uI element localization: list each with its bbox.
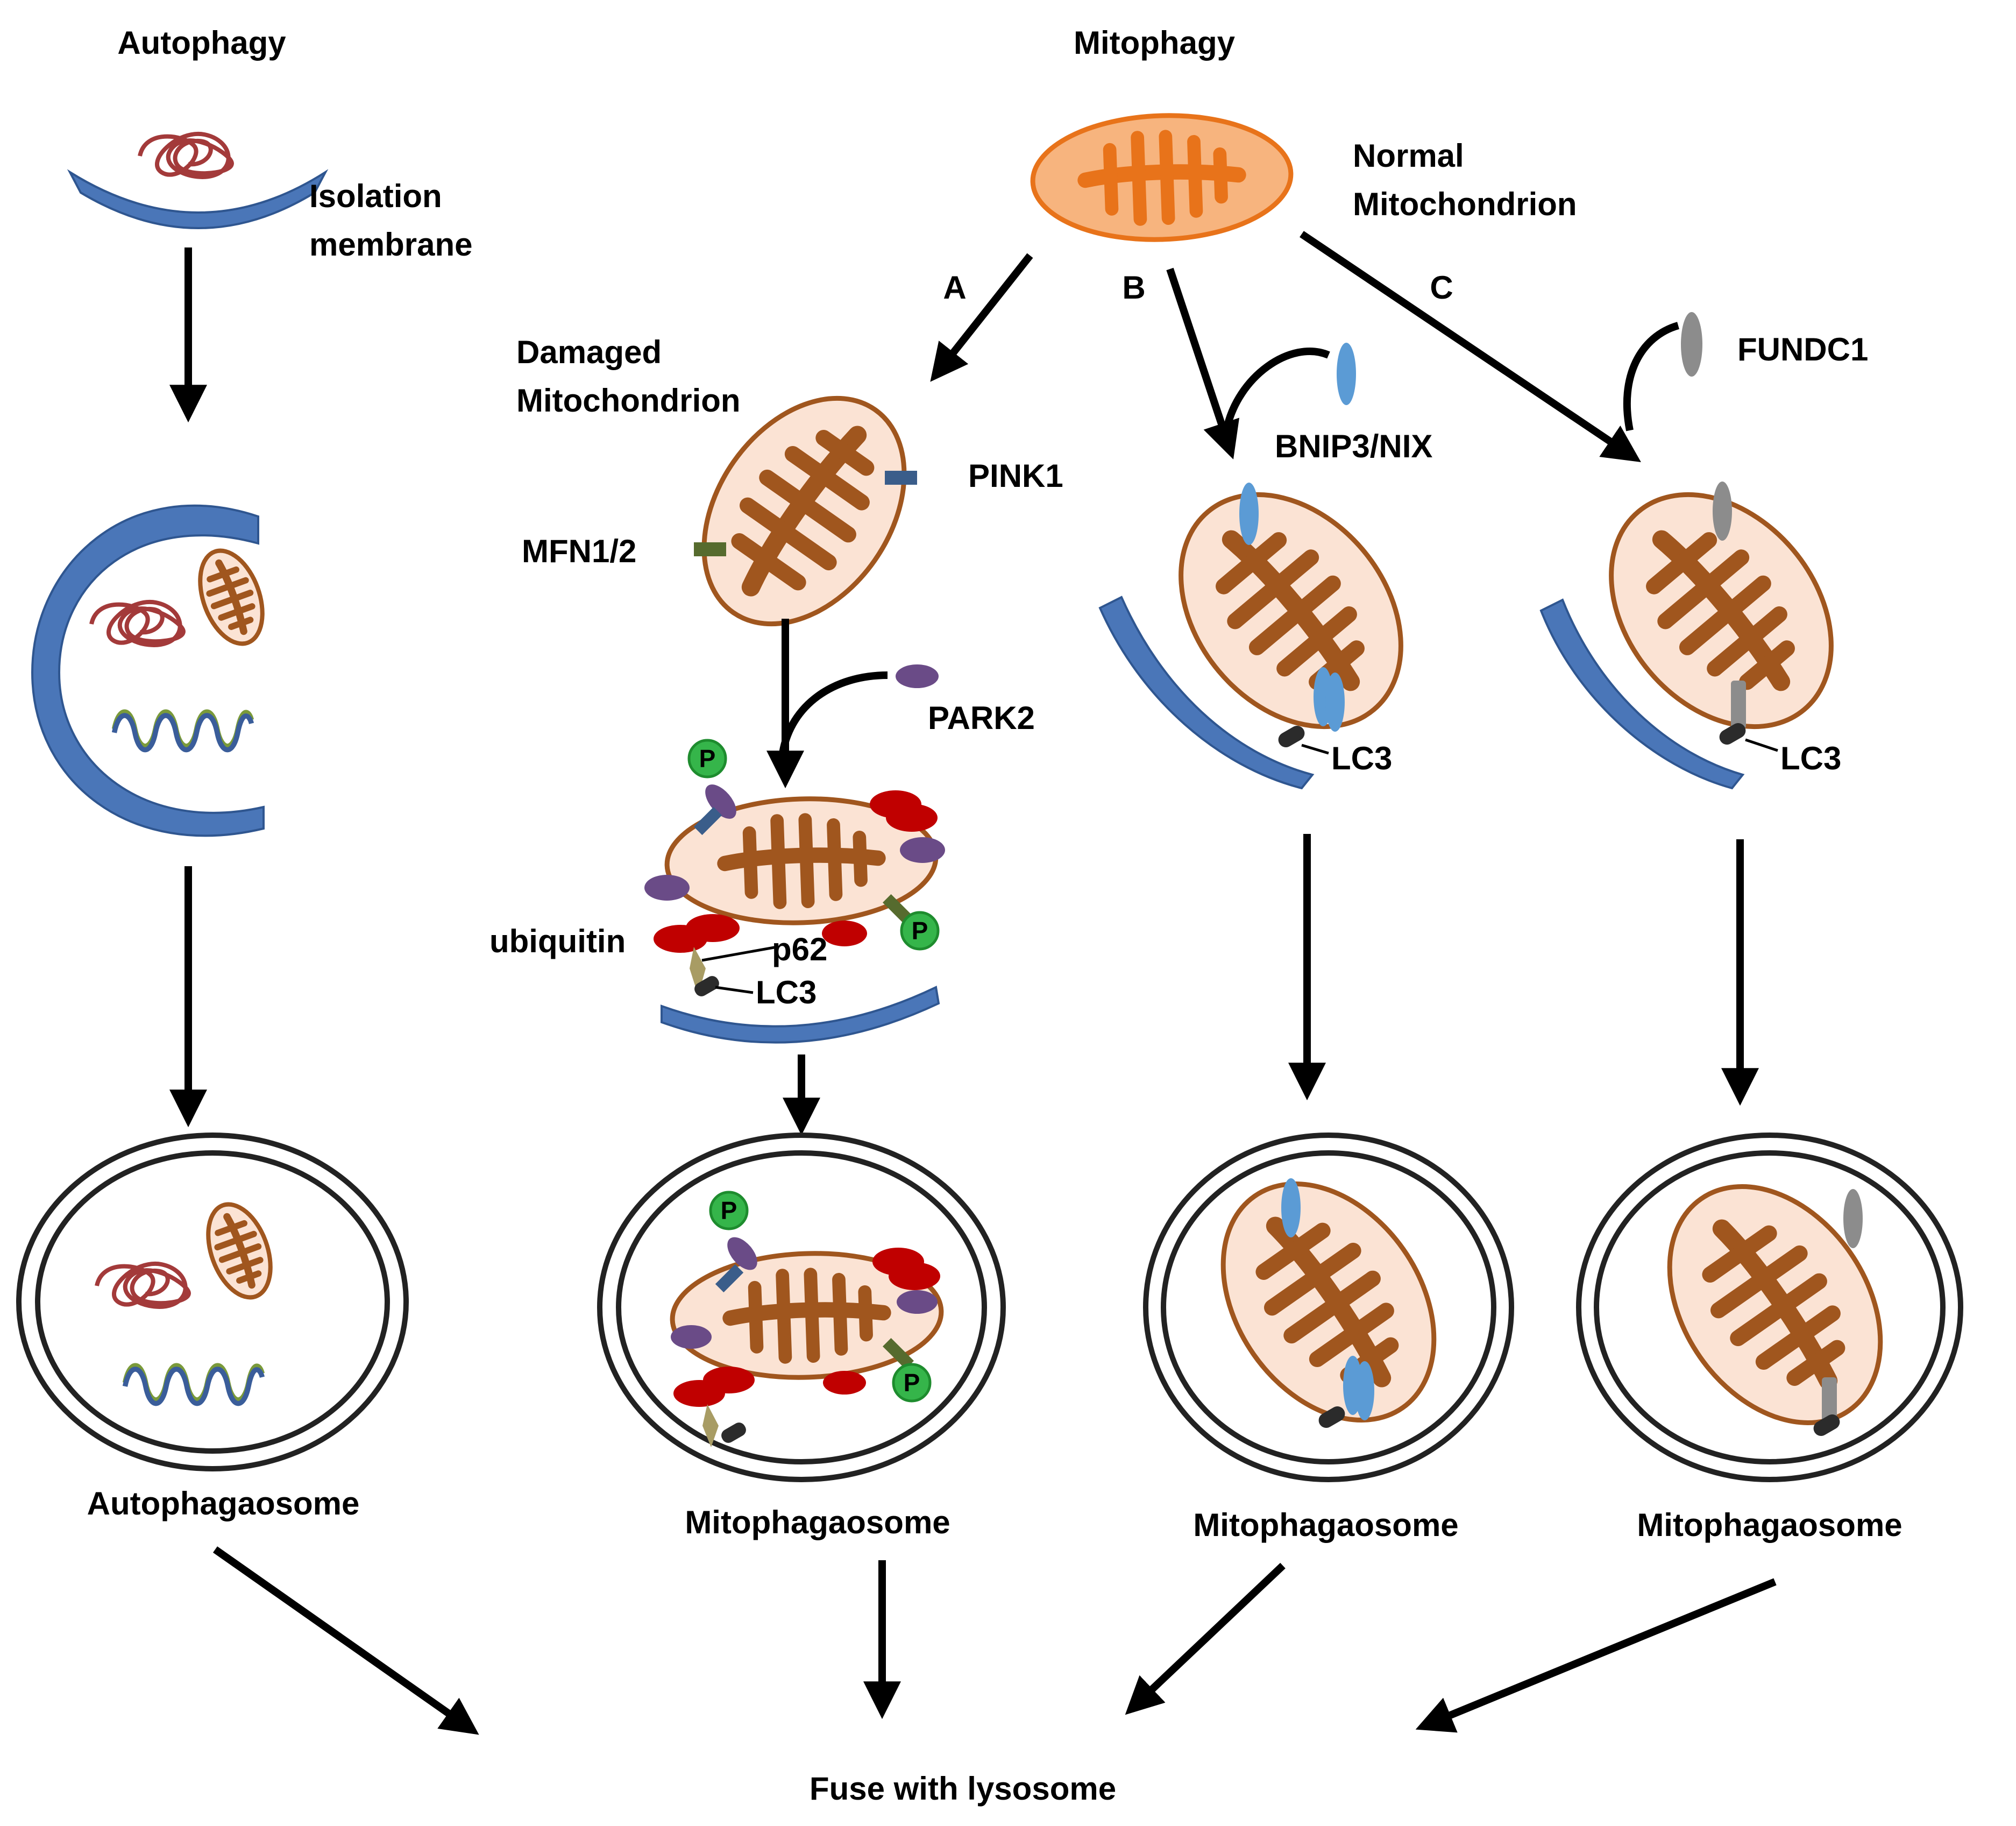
park2-recruit-arrow bbox=[779, 671, 888, 754]
mitochondrion-c bbox=[1539, 482, 1834, 790]
damaged-mito-label-2: Mitochondrion bbox=[516, 383, 741, 419]
ubiquitin-label: ubiquitin bbox=[489, 923, 626, 959]
bnip3-recruit-arrow bbox=[1223, 348, 1330, 431]
isolation-membrane-label-1: Isolation bbox=[309, 178, 442, 214]
mitophagosome-label-c: Mitophagaosome bbox=[1637, 1507, 1902, 1543]
bnip3-label: BNIP3/NIX bbox=[1275, 428, 1432, 464]
autophagy-title: Autophagy bbox=[117, 25, 286, 61]
fundc1-icon bbox=[1681, 312, 1702, 377]
phospho-label: P bbox=[721, 1197, 737, 1225]
normal-mito-label-2: Mitochondrion bbox=[1353, 186, 1577, 222]
phospho-label: P bbox=[912, 917, 928, 945]
park2-icon bbox=[896, 664, 939, 688]
mfn-label: MFN1/2 bbox=[522, 533, 636, 569]
fundc1-label: FUNDC1 bbox=[1737, 331, 1868, 367]
phospho-label: P bbox=[699, 745, 716, 773]
mitophagosome-c bbox=[1576, 1133, 1963, 1482]
lc3-label-b: LC3 bbox=[1331, 740, 1392, 776]
normal-mito-label-1: Normal bbox=[1353, 138, 1464, 174]
protein-aggregate-icon bbox=[140, 134, 232, 177]
damaged-mito-label-1: Damaged bbox=[516, 334, 662, 370]
mitochondrion-small-icon bbox=[188, 548, 274, 646]
mitophagosome-a: P P bbox=[597, 1133, 1006, 1482]
pathway-b-label: B bbox=[1122, 270, 1145, 306]
arrow-to-lysosome-1 bbox=[212, 1546, 479, 1735]
damaged-mitochondrion bbox=[663, 395, 946, 627]
phagophore-engulfing bbox=[31, 504, 274, 837]
isolation-membrane-initial bbox=[67, 134, 329, 229]
dna-coil-icon bbox=[115, 712, 252, 750]
arrow-pathway-c bbox=[1300, 231, 1641, 463]
lc3-label-c: LC3 bbox=[1780, 740, 1841, 776]
normal-mitochondrion bbox=[1030, 113, 1294, 242]
p62-label: p62 bbox=[772, 931, 827, 967]
mfn-marker bbox=[694, 542, 726, 556]
phospho-label: P bbox=[904, 1369, 920, 1397]
pink1-label: PINK1 bbox=[968, 458, 1063, 494]
isolation-membrane-label-2: membrane bbox=[309, 227, 472, 263]
fuse-with-lysosome-label: Fuse with lysosome bbox=[810, 1771, 1116, 1807]
pink1-marker bbox=[885, 471, 917, 485]
autophagosome-label: Autophagaosome bbox=[87, 1485, 360, 1521]
bnip3-icon bbox=[1337, 343, 1356, 405]
mitophagosome-label-b: Mitophagaosome bbox=[1193, 1507, 1458, 1543]
arrow-to-lysosome-3 bbox=[1125, 1562, 1286, 1715]
autophagosome bbox=[16, 1133, 409, 1471]
fundc1-recruit-arrow bbox=[1623, 322, 1680, 431]
mitophagosome-label-a: Mitophagaosome bbox=[685, 1504, 950, 1540]
pathway-c-label: C bbox=[1430, 270, 1453, 306]
pathway-a-label: A bbox=[943, 270, 966, 306]
mitophagy-title: Mitophagy bbox=[1074, 25, 1236, 61]
lc3-label-a: LC3 bbox=[756, 974, 817, 1010]
arrow-pathway-b bbox=[1166, 267, 1240, 459]
ubiquitinated-mitochondrion: P P bbox=[644, 740, 945, 1044]
arrow-pathway-a bbox=[930, 253, 1033, 382]
arrow-to-lysosome-4 bbox=[1415, 1578, 1777, 1733]
park2-label: PARK2 bbox=[928, 700, 1035, 736]
mitochondrion-b bbox=[1098, 483, 1403, 790]
mitochondrion-small-icon bbox=[196, 1202, 282, 1300]
mitophagosome-b bbox=[1143, 1133, 1514, 1482]
protein-aggregate-icon bbox=[91, 602, 183, 645]
